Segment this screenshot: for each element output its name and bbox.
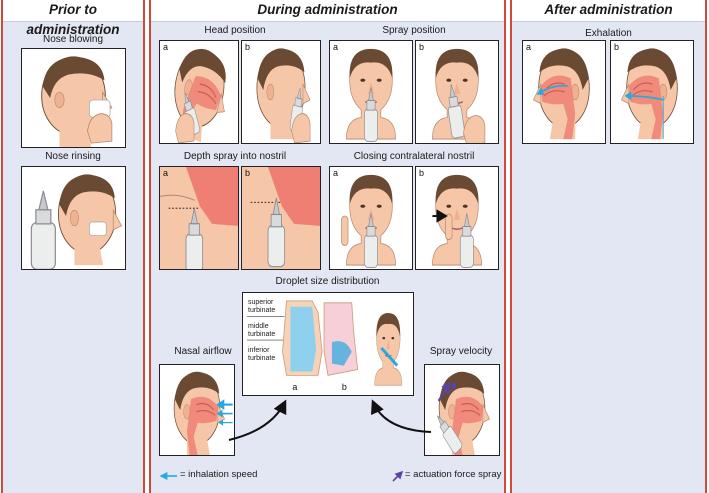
head-illustration: [41, 56, 113, 147]
velocity-profile: [432, 371, 491, 455]
velocity-to-droplet-arrow: [370, 399, 432, 433]
sub-label-b: b: [614, 42, 620, 52]
frontal-face-spray-a: [345, 48, 397, 142]
column-title-during: During administration: [151, 0, 504, 22]
spray-position-b-illustration: b: [415, 40, 499, 144]
sub-label-b: b: [245, 42, 251, 52]
head-position-a-illustration: a: [159, 40, 239, 144]
closing-nostril-label: Closing contralateral nostril: [353, 151, 475, 162]
nasal-airflow-illustration: [159, 364, 235, 456]
airflow-to-droplet-arrow: [228, 399, 287, 441]
frontal-face-finger-a: [341, 174, 397, 268]
depth-spray-a-illustration: a: [159, 166, 239, 270]
prior-administration-column: Prior to administration Nose blowing Nos…: [1, 0, 145, 493]
exhalation-profile-a: [523, 41, 605, 140]
exhalation-profile-b: [611, 41, 693, 140]
actuation-legend: = actuation force spray: [405, 469, 502, 480]
after-administration-column: After administration Exhalation a b: [510, 0, 707, 493]
rinse-illustration: [30, 174, 123, 269]
head-position-b-illustration: b: [241, 40, 321, 144]
sub-label-a: a: [333, 42, 339, 52]
nose-blowing-label: Nose blowing: [42, 34, 104, 45]
droplet-size-label: Droplet size distribution: [275, 276, 380, 287]
spray-position-a-illustration: a: [329, 40, 413, 144]
sub-label-a: a: [163, 168, 169, 178]
sub-label-a: a: [163, 42, 169, 52]
depth-spray-a-cross-section: [160, 167, 238, 269]
nasal-airflow-label: Nasal airflow: [174, 346, 232, 357]
sub-label-b: b: [419, 42, 425, 52]
sub-label-a: a: [292, 382, 297, 392]
depth-spray-label: Depth spray into nostril: [183, 151, 287, 162]
nose-blowing-illustration: [21, 48, 126, 148]
head-tilted-forward: [164, 41, 237, 143]
sub-label-b: b: [245, 168, 251, 178]
spray-velocity-label: Spray velocity: [429, 346, 493, 357]
nose-rinsing-label: Nose rinsing: [45, 151, 101, 162]
airflow-profile: [173, 371, 233, 455]
inhalation-legend: = inhalation speed: [180, 469, 258, 480]
actuation-arrow-icon: [392, 470, 404, 482]
spray-velocity-illustration: [424, 364, 500, 456]
closing-nostril-b-illustration: b: [415, 166, 499, 270]
spray-position-label: Spray position: [382, 25, 446, 36]
closing-nostril-a-illustration: a: [329, 166, 413, 270]
frontal-face-spray-b: [431, 48, 486, 143]
exhalation-b-illustration: b: [610, 40, 694, 144]
during-administration-column: During administration Head position a b …: [149, 0, 506, 493]
column-title-prior: Prior to administration: [3, 0, 143, 37]
head-position-label: Head position: [204, 25, 266, 36]
depth-spray-b-illustration: b: [241, 166, 321, 270]
sub-label-a: a: [526, 42, 532, 52]
column-title-after: After administration: [512, 0, 705, 22]
sub-label-a: a: [333, 168, 339, 178]
nose-rinsing-illustration: [21, 166, 126, 270]
frontal-face-finger-b: [431, 174, 483, 268]
inhalation-arrow-icon: [159, 472, 177, 480]
sub-label-b: b: [419, 168, 425, 178]
depth-spray-b-cross-section: [242, 167, 320, 269]
nasal-cross-section: a b: [246, 300, 403, 392]
exhalation-label: Exhalation: [585, 28, 632, 39]
exhalation-a-illustration: a: [522, 40, 606, 144]
sub-label-b: b: [342, 382, 347, 392]
head-upright: [256, 48, 311, 143]
